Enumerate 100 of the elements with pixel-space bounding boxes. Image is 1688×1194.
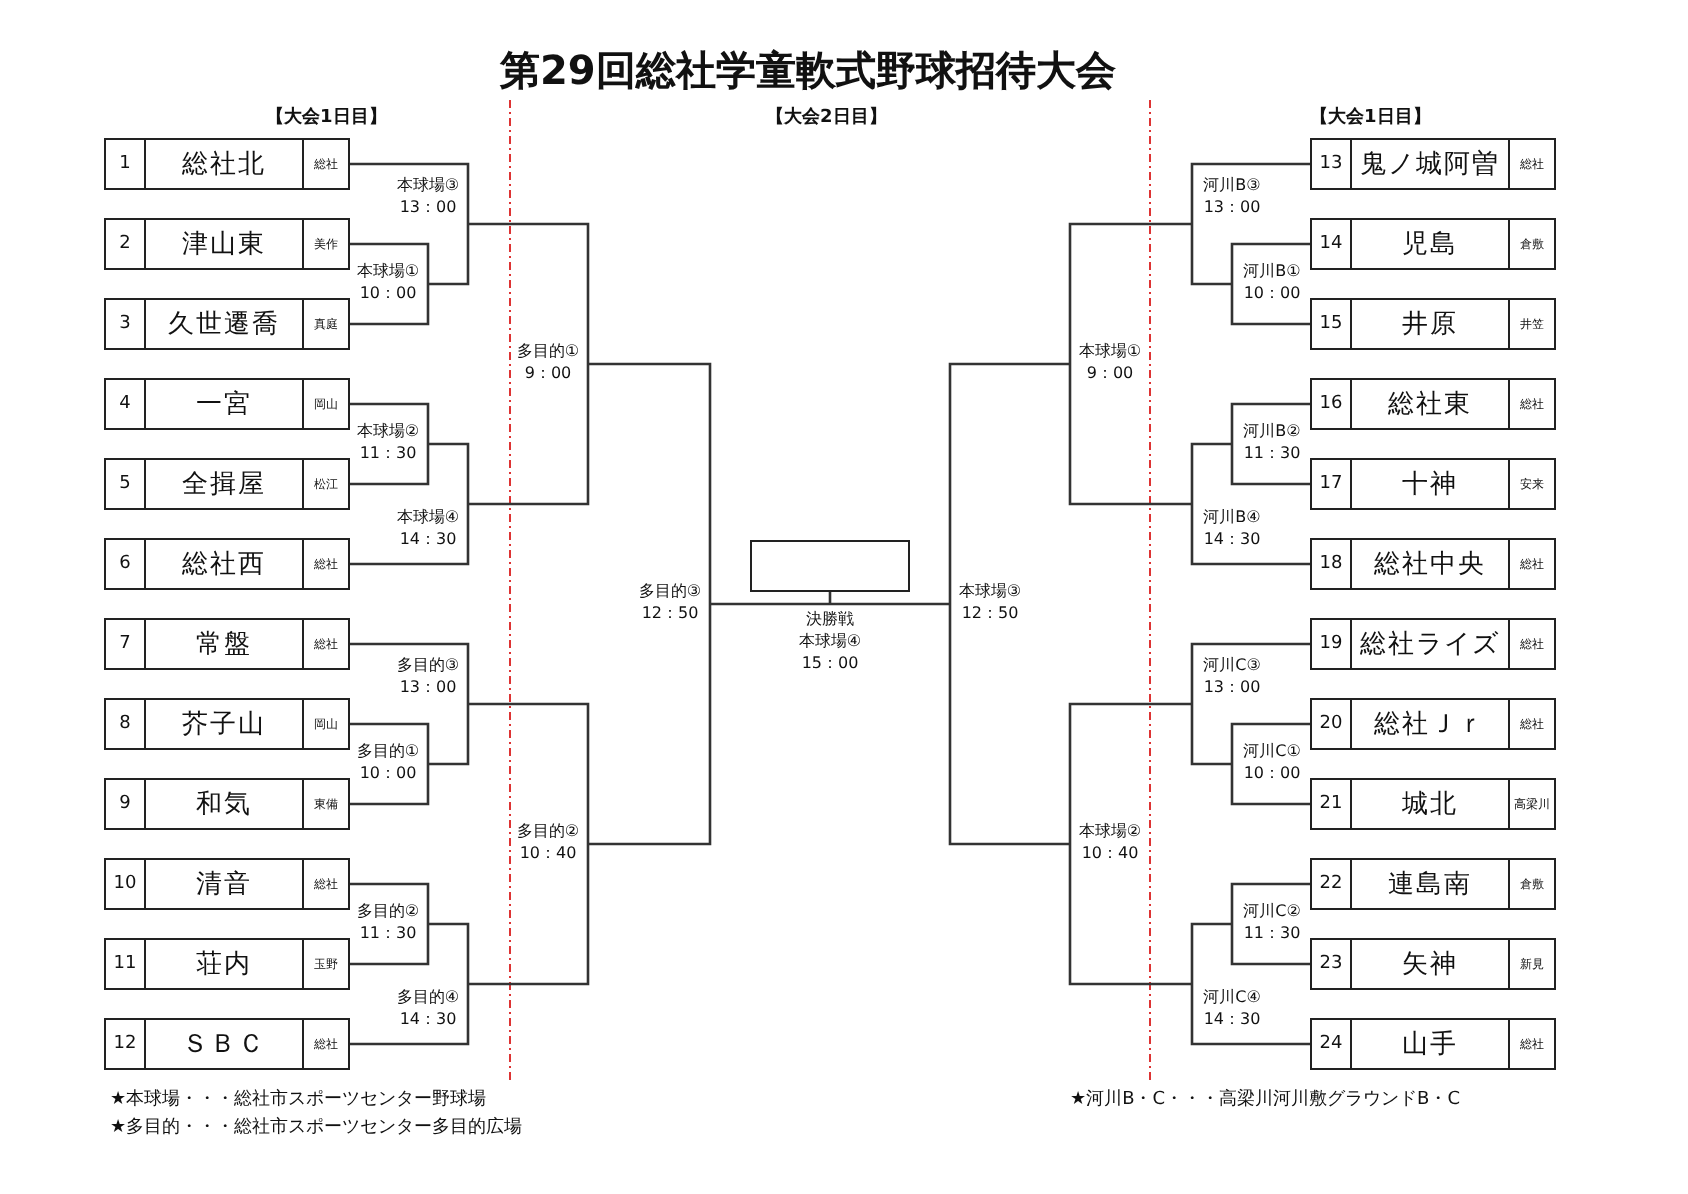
team-name: 全揖屋 (146, 460, 304, 508)
match-venue: 本球場④ (396, 506, 460, 528)
match-time: 14：30 (1203, 528, 1261, 550)
team-name: 井原 (1352, 300, 1510, 348)
match-venue: 河川B④ (1203, 506, 1261, 528)
team-box (1310, 298, 1556, 350)
team-name: ＳＢＣ (146, 1020, 304, 1068)
team-number: 8 (106, 700, 146, 748)
team-box (1310, 618, 1556, 670)
team-number: 22 (1312, 860, 1352, 908)
match-venue: 本球場② (356, 420, 420, 442)
bracket-line (1230, 444, 1310, 486)
team-number: 4 (106, 380, 146, 428)
team-number: 20 (1312, 700, 1352, 748)
team-name: 総社中央 (1352, 540, 1510, 588)
team-name: 連島南 (1352, 860, 1510, 908)
bracket-line (1230, 284, 1310, 326)
team-name: 清音 (146, 860, 304, 908)
bracket-line (468, 702, 590, 844)
match-time: 10：00 (359, 282, 417, 304)
bracket-line (350, 764, 430, 806)
bracket-line (1190, 922, 1232, 984)
match-time: 11：30 (1243, 922, 1301, 944)
bracket-line (350, 722, 430, 764)
team-box (104, 378, 350, 430)
team-name: 総社西 (146, 540, 304, 588)
team-number: 13 (1312, 140, 1352, 188)
bracket-line (1068, 702, 1192, 844)
day-heading: 【大会1日目】 (1310, 104, 1431, 130)
team-name: 総社北 (146, 140, 304, 188)
bracket-line (350, 504, 470, 566)
team-box (1310, 378, 1556, 430)
bracket-line (1190, 984, 1310, 1046)
team-number: 5 (106, 460, 146, 508)
team-number: 1 (106, 140, 146, 188)
team-box (104, 1018, 350, 1070)
team-box (1310, 458, 1556, 510)
match-venue: 多目的③ (638, 580, 702, 602)
bracket-line (350, 402, 430, 444)
match-venue: 河川B③ (1203, 174, 1261, 196)
bracket-line (428, 442, 470, 504)
match-venue: 河川C② (1243, 900, 1301, 922)
match-time: 14：30 (399, 1008, 457, 1030)
final-title: 決勝戦 (806, 608, 854, 630)
bracket-line (1230, 242, 1310, 284)
team-box (1310, 138, 1556, 190)
match-time: 14：30 (1203, 1008, 1261, 1030)
team-number: 2 (106, 220, 146, 268)
footnote: ★河川B・C・・・高梁川河川敷グラウンドB・C (1070, 1087, 1460, 1112)
match-time: 10：00 (1243, 282, 1301, 304)
match-time: 14：30 (399, 528, 457, 550)
team-name: 矢神 (1352, 940, 1510, 988)
match-venue: 多目的② (356, 900, 420, 922)
team-number: 10 (106, 860, 146, 908)
team-name: 久世遷喬 (146, 300, 304, 348)
match-venue: 多目的② (516, 820, 580, 842)
match-time: 13：00 (1203, 196, 1261, 218)
match-time: 12：50 (641, 602, 699, 624)
bracket-line (1068, 364, 1192, 506)
winner-box (750, 540, 910, 592)
team-name: 総社Ｊｒ (1352, 700, 1510, 748)
bracket-line (350, 882, 430, 924)
team-number: 15 (1312, 300, 1352, 348)
match-time: 11：30 (359, 922, 417, 944)
team-name: 荘内 (146, 940, 304, 988)
team-name: 十神 (1352, 460, 1510, 508)
bracket-line (1230, 722, 1310, 764)
team-name: 芥子山 (146, 700, 304, 748)
team-name: 鬼ノ城阿曽 (1352, 140, 1510, 188)
footnote: ★本球場・・・総社市スポーツセンター野球場 (110, 1087, 487, 1112)
match-venue: 河川C① (1243, 740, 1301, 762)
bracket-line (828, 592, 832, 604)
match-venue: 本球場③ (958, 580, 1022, 602)
day-heading: 【大会2日目】 (766, 104, 887, 130)
team-number: 11 (106, 940, 146, 988)
team-name: 総社東 (1352, 380, 1510, 428)
match-time: 10：40 (1081, 842, 1139, 864)
bracket-line (468, 222, 590, 364)
match-venue: 多目的① (516, 340, 580, 362)
team-box (104, 698, 350, 750)
bracket-line (1230, 764, 1310, 806)
match-time: 13：00 (1203, 676, 1261, 698)
team-number: 23 (1312, 940, 1352, 988)
team-number: 9 (106, 780, 146, 828)
match-venue: 本球場④ (798, 630, 862, 652)
team-box (104, 218, 350, 270)
team-name: 和気 (146, 780, 304, 828)
bracket-line (350, 984, 470, 1046)
bracket-line (350, 642, 470, 704)
team-name: 児島 (1352, 220, 1510, 268)
match-venue: 河川C④ (1203, 986, 1261, 1008)
match-venue: 河川B② (1243, 420, 1301, 442)
bracket-line (350, 924, 430, 966)
team-box (104, 938, 350, 990)
team-box (104, 298, 350, 350)
bracket-line (1190, 162, 1310, 224)
match-venue: 本球場① (356, 260, 420, 282)
match-time: 11：30 (1243, 442, 1301, 464)
match-time: 15：00 (801, 652, 859, 674)
team-number: 12 (106, 1020, 146, 1068)
